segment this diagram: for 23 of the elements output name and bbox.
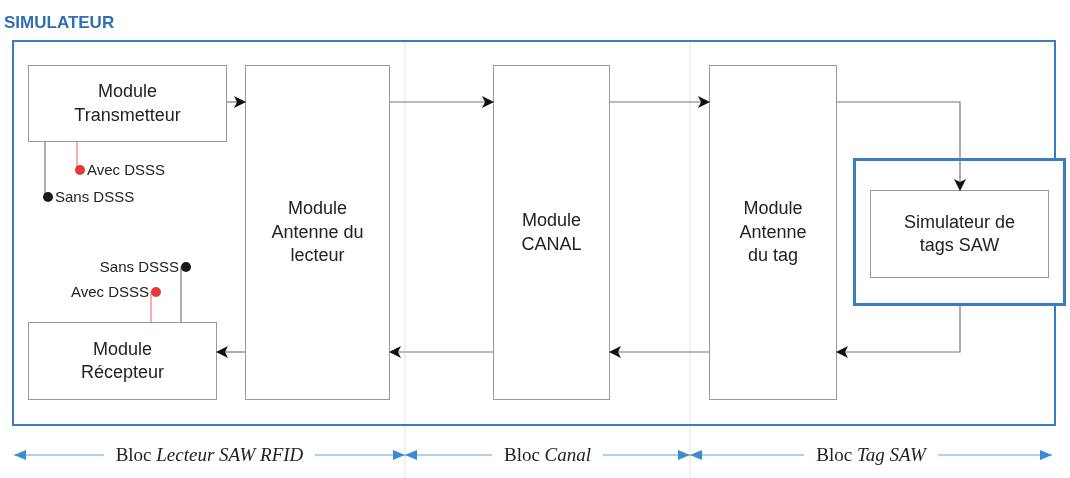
connector-line	[150, 287, 161, 323]
arrow	[609, 346, 710, 358]
connector-line	[75, 141, 85, 175]
module-box: Module Antenne du tag	[709, 65, 837, 400]
connector-line	[180, 262, 191, 323]
arrow	[609, 96, 710, 108]
module-box: Module Antenne du lecteur	[245, 65, 390, 400]
arrow	[216, 346, 246, 358]
arrow	[226, 96, 246, 108]
option-label: Avec DSSS	[80, 160, 200, 180]
frame-title: SIMULATEUR	[4, 12, 115, 34]
module-box: Module Récepteur	[28, 322, 217, 400]
module-box: Module Transmetteur	[28, 65, 227, 142]
option-label: Avec DSSS	[32, 282, 156, 302]
option-label: Sans DSSS	[64, 257, 186, 277]
arrow	[836, 305, 961, 358]
option-label: Sans DSSS	[48, 187, 168, 207]
module-box: Module CANAL	[493, 65, 610, 400]
connector-line	[43, 141, 53, 202]
arrow	[389, 346, 494, 358]
module-box: Simulateur de tags SAW	[870, 190, 1049, 278]
arrow	[836, 101, 966, 191]
arrow	[389, 96, 494, 108]
